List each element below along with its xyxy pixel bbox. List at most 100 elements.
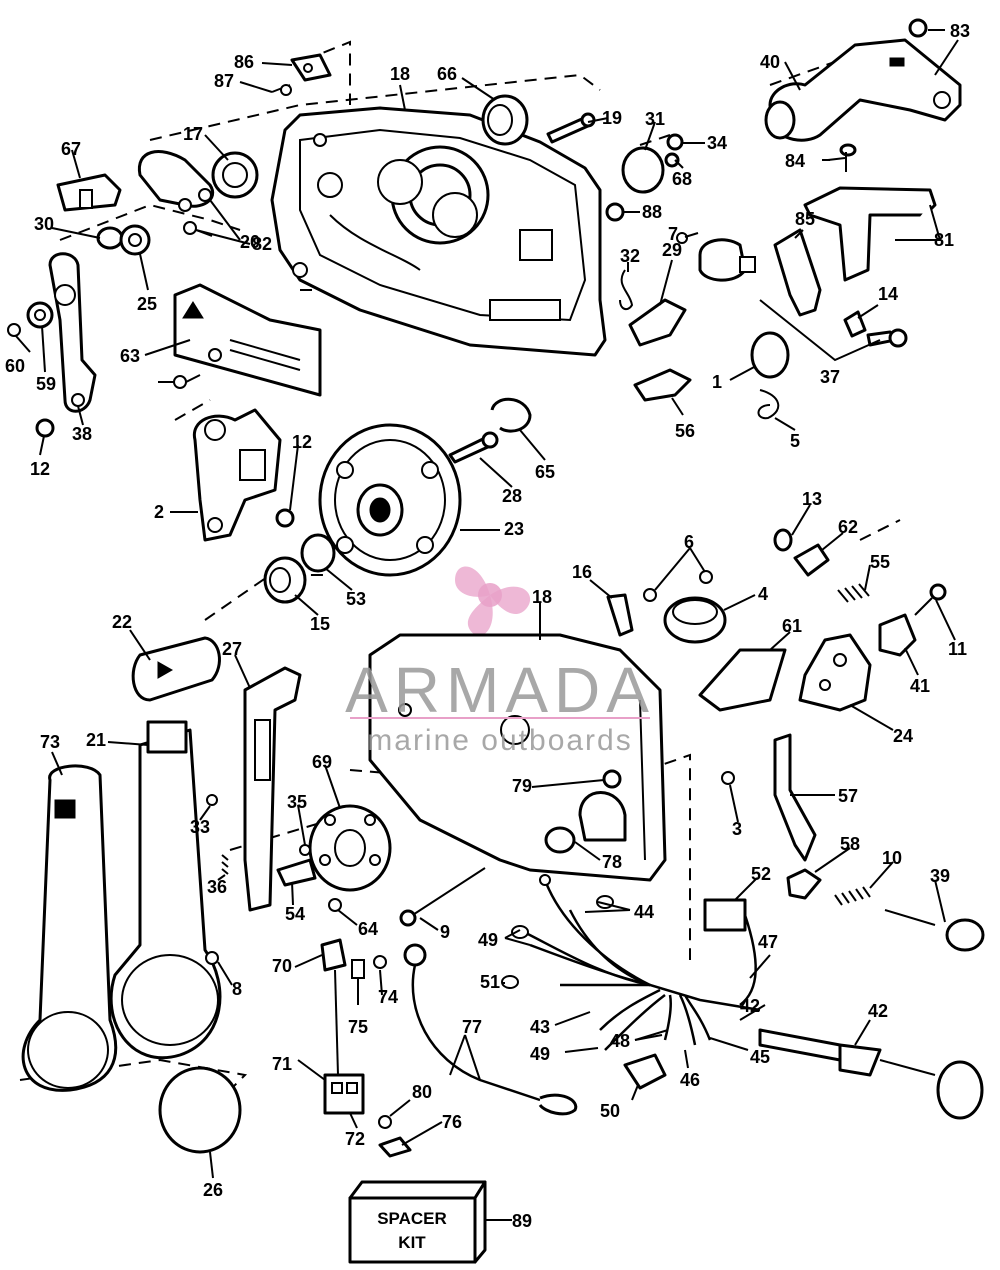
screw-8 bbox=[205, 951, 219, 965]
callout-34: 34 bbox=[707, 133, 727, 153]
callout-78: 78 bbox=[602, 852, 622, 872]
label-61 bbox=[698, 648, 787, 712]
callout-3: 3 bbox=[732, 819, 742, 839]
callout-23: 23 bbox=[504, 519, 524, 539]
detent-41 bbox=[878, 613, 917, 657]
callout-77: 77 bbox=[462, 1017, 482, 1037]
callout-18b: 18 bbox=[532, 587, 552, 607]
callout-74: 74 bbox=[378, 987, 398, 1007]
disc-31 bbox=[621, 146, 665, 194]
callout-56: 56 bbox=[675, 421, 695, 441]
callout-18: 18 bbox=[390, 64, 410, 84]
cable-42 bbox=[758, 1028, 984, 1120]
callout-20: 20 bbox=[240, 232, 260, 252]
callout-47: 47 bbox=[758, 932, 778, 952]
callout-4: 4 bbox=[758, 584, 768, 604]
callout-35: 35 bbox=[287, 792, 307, 812]
callout-72: 72 bbox=[345, 1129, 365, 1149]
callout-85: 85 bbox=[795, 209, 815, 229]
callout-82: 82 bbox=[252, 234, 272, 254]
screw-11 bbox=[914, 583, 947, 616]
nut-34 bbox=[666, 133, 684, 151]
callout-51: 51 bbox=[480, 972, 500, 992]
callout-86: 86 bbox=[234, 52, 254, 72]
lens-26 bbox=[158, 1066, 242, 1154]
callout-42b: 42 bbox=[868, 1001, 888, 1021]
screw-84 bbox=[827, 143, 857, 172]
callout-1: 1 bbox=[712, 372, 722, 392]
callout-12: 12 bbox=[30, 459, 50, 479]
callout-83: 83 bbox=[950, 21, 970, 41]
callout-14: 14 bbox=[878, 284, 898, 304]
screw-19 bbox=[546, 112, 596, 144]
callout-89: 89 bbox=[512, 1211, 532, 1231]
connector-71 bbox=[323, 1073, 365, 1115]
bracket-16 bbox=[606, 593, 634, 637]
cap-13 bbox=[773, 528, 793, 552]
callout-33: 33 bbox=[190, 817, 210, 837]
callout-44: 44 bbox=[634, 902, 654, 922]
callout-22: 22 bbox=[112, 612, 132, 632]
callout-5: 5 bbox=[790, 431, 800, 451]
nut-83 bbox=[908, 18, 928, 38]
watermark-title: ARMADA bbox=[345, 654, 655, 726]
screw-64 bbox=[328, 898, 342, 912]
callout-66: 66 bbox=[437, 64, 457, 84]
callout-55: 55 bbox=[870, 552, 890, 572]
callout-58: 58 bbox=[840, 834, 860, 854]
washer-68 bbox=[664, 152, 680, 168]
lever-38 bbox=[48, 252, 97, 413]
spacer-kit-line2: KIT bbox=[398, 1233, 426, 1252]
bushing-66 bbox=[481, 94, 529, 146]
plate-24 bbox=[798, 633, 872, 712]
screw-9 bbox=[399, 867, 486, 927]
callout-81: 81 bbox=[934, 230, 954, 250]
callout-42: 42 bbox=[740, 996, 760, 1016]
control-lever-40 bbox=[764, 38, 962, 142]
spacer-kit-line1: SPACER bbox=[377, 1209, 447, 1228]
link-20 bbox=[137, 150, 214, 212]
screw-28 bbox=[448, 431, 499, 464]
plug-50 bbox=[623, 1053, 667, 1090]
plunger-62 bbox=[793, 543, 830, 577]
callout-71: 71 bbox=[272, 1054, 292, 1074]
callout-38: 38 bbox=[72, 424, 92, 444]
callout-65: 65 bbox=[535, 462, 555, 482]
callout-49b: 49 bbox=[530, 1044, 550, 1064]
callout-25: 25 bbox=[137, 294, 157, 314]
switch-70 bbox=[320, 938, 347, 1076]
callout-49: 49 bbox=[478, 930, 498, 950]
callout-19: 19 bbox=[602, 108, 622, 128]
spring-32 bbox=[619, 269, 634, 311]
callout-27: 27 bbox=[222, 639, 242, 659]
callout-31: 31 bbox=[645, 109, 665, 129]
callout-30: 30 bbox=[34, 214, 54, 234]
callout-29: 29 bbox=[662, 240, 682, 260]
gasket-53 bbox=[300, 533, 336, 573]
callout-45: 45 bbox=[750, 1047, 770, 1067]
cam-56 bbox=[633, 368, 692, 402]
callout-62: 62 bbox=[838, 517, 858, 537]
screw-35 bbox=[299, 844, 311, 856]
nut-7 bbox=[676, 232, 688, 244]
pin-12 bbox=[35, 418, 295, 528]
shaft-39 bbox=[884, 909, 985, 952]
leader-lines bbox=[15, 29, 959, 1221]
callout-28: 28 bbox=[502, 486, 522, 506]
screw-80 bbox=[378, 1115, 392, 1129]
bracket-86 bbox=[290, 53, 332, 82]
callout-11: 11 bbox=[948, 639, 967, 659]
spring-55 bbox=[837, 583, 870, 603]
cam-29 bbox=[628, 298, 687, 347]
screw-87 bbox=[271, 84, 292, 96]
spring-5 bbox=[757, 389, 780, 420]
callout-13: 13 bbox=[802, 489, 822, 509]
block-58 bbox=[786, 868, 822, 900]
callout-43: 43 bbox=[530, 1017, 550, 1037]
callout-40: 40 bbox=[760, 52, 780, 72]
screw-33 bbox=[206, 794, 218, 806]
washer-25 bbox=[119, 224, 151, 256]
bushing-30 bbox=[96, 226, 124, 250]
bracket-81 bbox=[803, 186, 942, 282]
callout-69: 69 bbox=[312, 752, 332, 772]
